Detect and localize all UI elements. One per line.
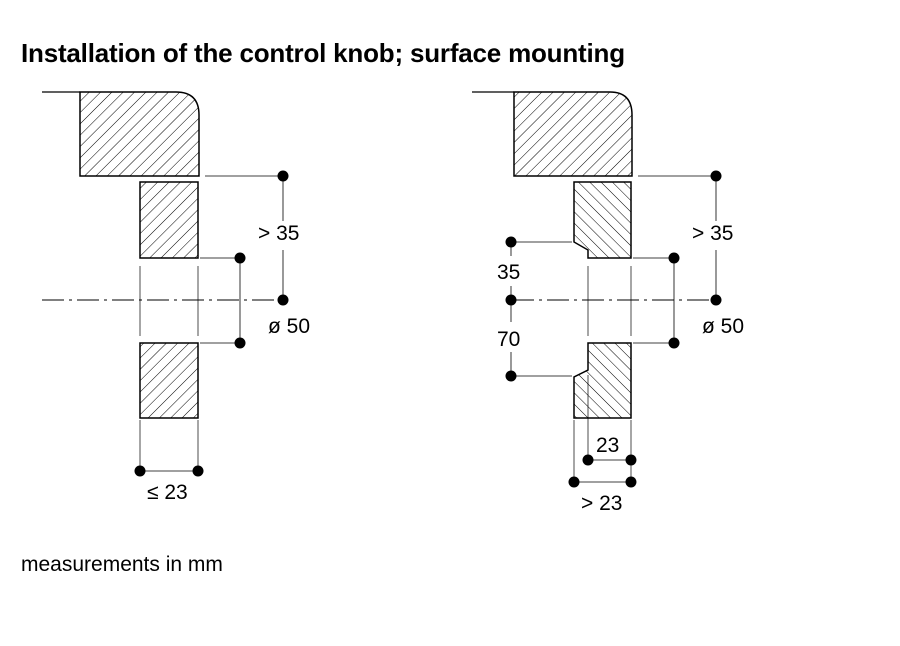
- left-worktop-section: [79, 91, 200, 177]
- left-panel-upper-section: [139, 181, 199, 259]
- left-panel-lower-section: [139, 342, 199, 419]
- left-dim-top-gap-label: > 35: [258, 222, 299, 245]
- right-dim-dot: [568, 476, 580, 488]
- right-dim-dot: [668, 252, 680, 264]
- right-dim-diameter-label: ø 50: [702, 315, 744, 338]
- right-dim-dot: [505, 236, 517, 248]
- right-worktop-section: [513, 91, 633, 177]
- page-title: Installation of the control knob; surfac…: [21, 38, 625, 68]
- right-dim-top-gap-label: > 35: [692, 222, 733, 245]
- left-dim-dot: [277, 294, 289, 306]
- right-dim-dot: [505, 294, 517, 306]
- right-dim-dot: [625, 476, 637, 488]
- left-dim-thickness-label: ≤ 23: [147, 481, 188, 504]
- right-dim-outer-width-label: > 23: [581, 492, 622, 515]
- right-dim-inner-width-label: 23: [596, 434, 619, 457]
- right-dim-dot: [505, 370, 517, 382]
- left-dim-dot: [277, 170, 289, 182]
- right-dim-dot: [625, 454, 637, 466]
- right-diagram: > 35 ø 50 35 70 23 > 23: [472, 91, 744, 515]
- left-dim-diameter-label: ø 50: [268, 315, 310, 338]
- right-dim-dot: [710, 170, 722, 182]
- measurement-footnote: measurements in mm: [21, 553, 223, 576]
- right-dim-dot: [668, 337, 680, 349]
- left-dim-dot: [192, 465, 204, 477]
- right-dim-lower-offset-label: 70: [497, 328, 520, 351]
- right-dim-dot: [582, 454, 594, 466]
- right-panel-lower-section: [573, 342, 632, 419]
- left-dim-dot: [234, 337, 246, 349]
- left-dim-dot: [234, 252, 246, 264]
- right-dim-upper-offset-label: 35: [497, 261, 520, 284]
- right-panel-upper-section: [573, 181, 632, 259]
- left-diagram: > 35 ø 50 ≤ 23: [42, 91, 310, 504]
- right-dim-dot: [710, 294, 722, 306]
- left-dim-dot: [134, 465, 146, 477]
